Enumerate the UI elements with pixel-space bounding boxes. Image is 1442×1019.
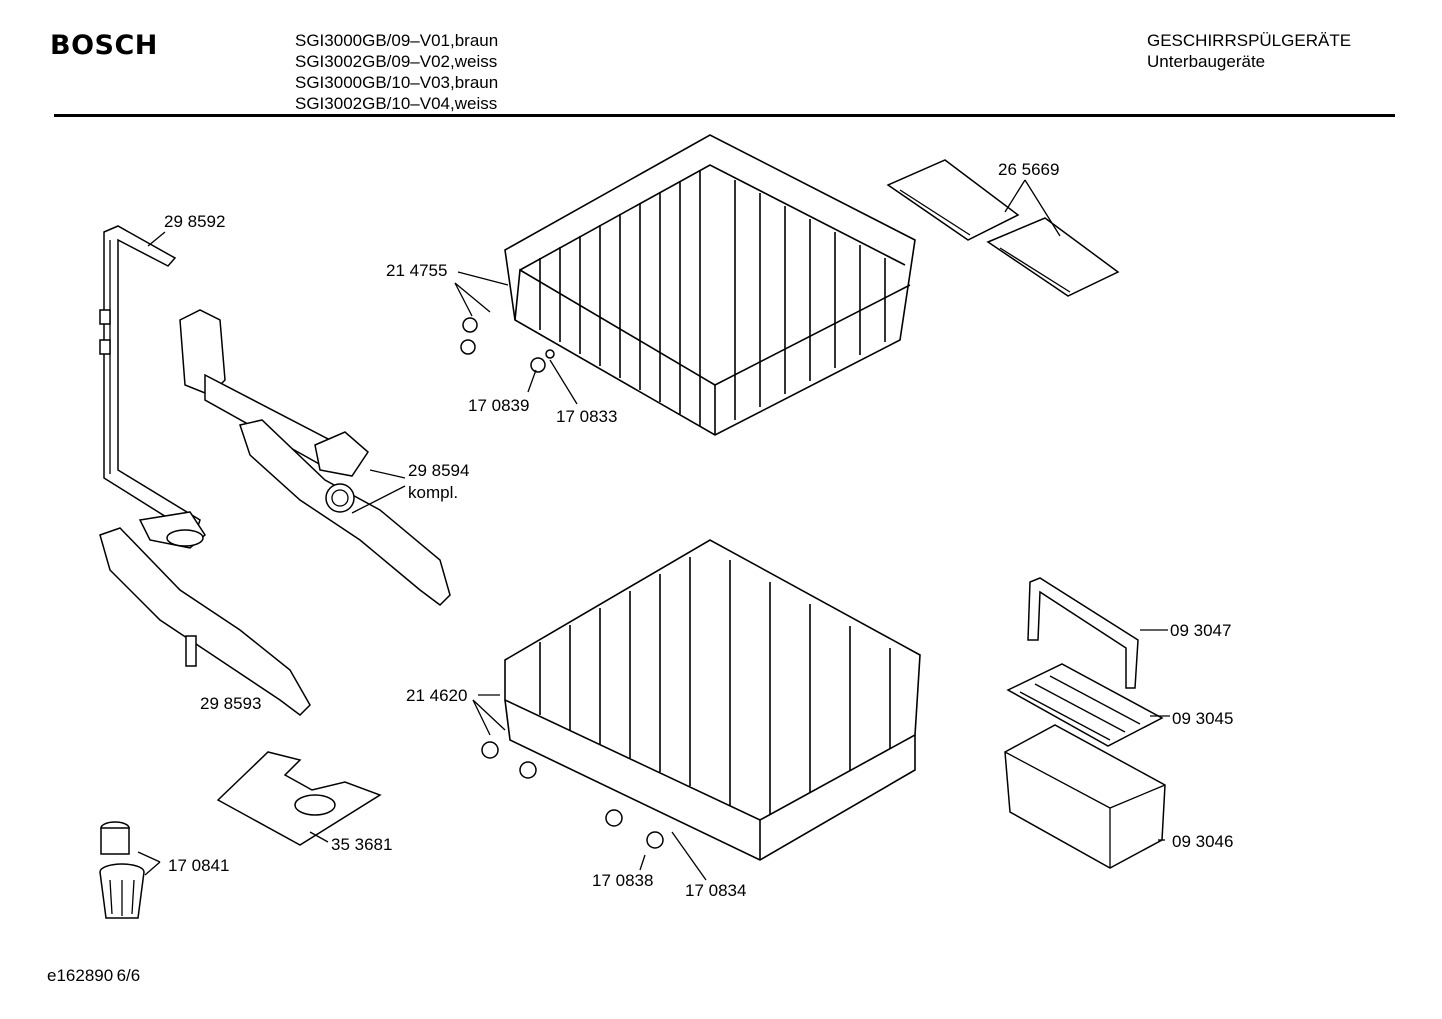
appliance-category: GESCHIRRSPÜLGERÄTE Unterbaugeräte xyxy=(1147,30,1351,72)
document-id: e162890 6/6 xyxy=(47,966,141,985)
part-label-093047: 09 3047 xyxy=(1170,621,1231,640)
part-label-298593: 29 8593 xyxy=(200,694,261,713)
part-label-093046: 09 3046 xyxy=(1172,832,1233,851)
part-label-170841: 17 0841 xyxy=(168,856,229,875)
model-list: SGI3000GB/09–V01,braun SGI3002GB/09–V02,… xyxy=(295,30,498,114)
upper-basket-tines xyxy=(539,170,886,426)
part-label-298594-kompl: kompl. xyxy=(408,483,458,502)
part-label-170838: 17 0838 xyxy=(592,871,653,890)
part-label-214620: 21 4620 xyxy=(406,686,467,705)
part-label-170833: 17 0833 xyxy=(556,407,617,426)
model-line: SGI3002GB/09–V02,weiss xyxy=(295,52,498,71)
upper-spray-arm-drawing xyxy=(179,309,451,606)
part-label-170839: 17 0839 xyxy=(468,396,529,415)
part-label-093045: 09 3045 xyxy=(1172,709,1233,728)
brand-logo: BOSCH xyxy=(50,30,158,61)
lower-basket-drawing xyxy=(481,539,921,861)
part-label-298594: 29 8594 xyxy=(408,461,469,480)
category-title: GESCHIRRSPÜLGERÄTE xyxy=(1147,31,1352,50)
part-labels: 29 8592 21 4755 26 5669 17 0839 17 0833 … xyxy=(164,160,1233,900)
part-label-298592: 29 8592 xyxy=(164,212,225,231)
filter-cartridge-drawing xyxy=(99,821,145,919)
model-line: SGI3002GB/10–V04,weiss xyxy=(295,94,498,113)
lower-basket-tines xyxy=(539,557,891,815)
cup-rack-drawing xyxy=(886,159,1120,297)
filter-plate-drawing xyxy=(216,751,382,846)
category-subtitle: Unterbaugeräte xyxy=(1147,52,1266,71)
model-line: SGI3000GB/10–V03,braun xyxy=(295,73,499,92)
model-line: SGI3000GB/09–V01,braun xyxy=(295,31,499,50)
supply-pipe-drawing xyxy=(99,225,206,549)
leader-lines xyxy=(137,179,1170,881)
part-label-353681: 35 3681 xyxy=(331,835,392,854)
upper-basket-drawing xyxy=(460,134,916,436)
part-label-170834: 17 0834 xyxy=(685,881,746,900)
header-divider xyxy=(54,114,1395,117)
cutlery-basket-drawing xyxy=(1004,577,1166,869)
part-label-265669: 26 5669 xyxy=(998,160,1059,179)
part-label-214755: 21 4755 xyxy=(386,261,447,280)
lower-spray-arm-drawing xyxy=(99,527,311,716)
